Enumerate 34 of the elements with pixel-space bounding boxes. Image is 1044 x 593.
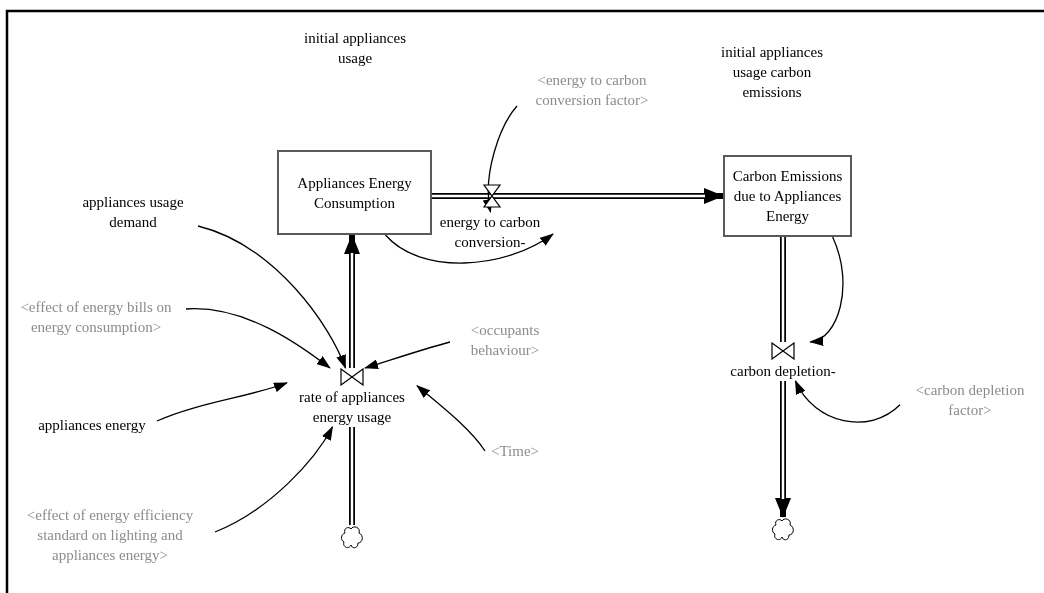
- variable-label: initial appliances usage carbon emissions: [719, 43, 825, 102]
- variable-label: appliances usage demand: [68, 192, 198, 232]
- variable-label: rate of appliances energy usage: [298, 388, 406, 427]
- variable-label: energy to carbon conversion-: [427, 212, 553, 252]
- cloud-icon: [770, 517, 796, 543]
- flow-pipe: [349, 427, 355, 525]
- arrow: [794, 380, 901, 423]
- arrow: [214, 426, 334, 533]
- stock-box: [723, 155, 852, 237]
- arrow: [483, 105, 518, 213]
- stock-label: Appliances Energy Consumption: [296, 173, 413, 213]
- shadow-variable-label: <effect of energy efficiency standard on lighting and appliances energy>: [5, 505, 215, 565]
- flow-pipe: [780, 237, 786, 342]
- arrow: [197, 225, 347, 369]
- shadow-variable-label: <energy to carbon conversion factor>: [517, 70, 667, 110]
- flow-pipe: [344, 234, 360, 368]
- variable-label: carbon depletion-: [729, 362, 837, 381]
- arrow: [185, 308, 331, 369]
- flow-pipe: [432, 188, 724, 204]
- arrow: [364, 341, 451, 369]
- stock-label: Carbon Emissions due to Appliances Energy: [731, 167, 844, 226]
- variable-label: appliances energy: [27, 415, 157, 435]
- arrow: [384, 233, 554, 264]
- arrow: [416, 385, 486, 452]
- stock-box: [277, 150, 432, 235]
- shadow-variable-label: <carbon depletion factor>: [900, 380, 1040, 420]
- cloud-icon: [339, 525, 365, 551]
- variable-label: initial appliances usage: [302, 29, 408, 68]
- shadow-variable-label: <occupants behaviour>: [450, 320, 560, 360]
- arrow: [809, 236, 844, 344]
- shadow-variable-label: <effect of energy bills on energy consumption>: [6, 297, 186, 337]
- shadow-variable-label: <Time>: [485, 441, 545, 461]
- arrow: [156, 382, 288, 422]
- flow-pipe: [775, 381, 791, 518]
